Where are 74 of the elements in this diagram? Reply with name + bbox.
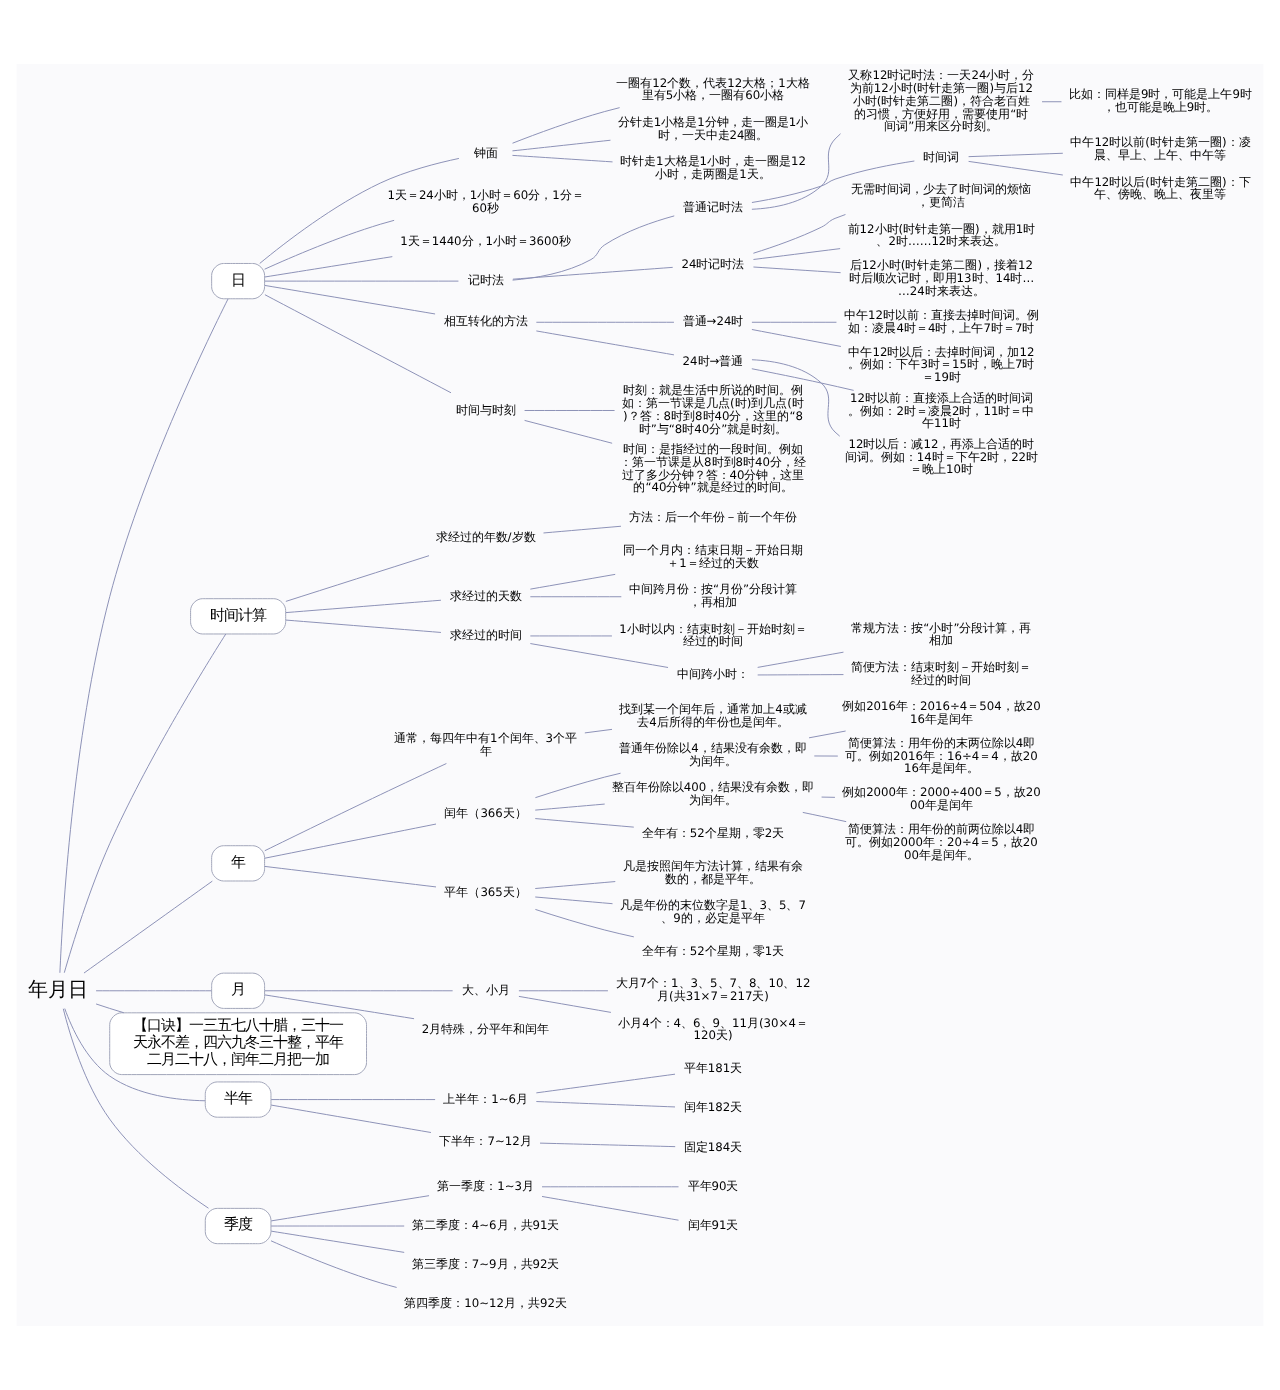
connector [534,908,635,938]
connector [63,633,227,974]
connector [511,154,614,163]
connector [802,811,847,823]
connector [751,368,855,391]
connector [751,359,841,437]
connector [751,329,842,347]
connector [535,321,675,323]
connector [270,1195,430,1222]
connector [752,266,842,274]
connector [534,896,613,905]
connector [285,619,442,633]
connector [539,1142,676,1148]
connector [264,823,437,859]
connector [535,1101,676,1108]
connector [64,1008,206,1102]
connector [534,772,622,799]
connector [264,284,436,315]
connector [529,643,669,668]
connector [264,219,395,270]
connector [534,818,635,828]
connector [264,990,454,992]
connector [757,651,844,668]
connector [524,419,613,444]
connector [968,160,1064,176]
connector [821,796,836,798]
connector [270,1099,436,1101]
connector [285,555,430,602]
connector [264,280,459,282]
connector [95,990,212,992]
connector [512,266,674,280]
connector [264,294,452,394]
connector [534,881,616,889]
connector [584,728,613,734]
connector [95,1003,125,1014]
connector [270,1240,398,1288]
connector [529,573,616,590]
connector [285,599,442,614]
connector [808,730,847,739]
connector [534,803,606,811]
connector [813,755,839,757]
connector [518,995,612,1013]
connector [270,1104,432,1133]
connector [543,525,622,534]
connector [751,133,841,210]
connector [968,152,1064,158]
connector [751,321,837,323]
connector [529,596,622,598]
connector [264,994,415,1020]
connector [518,990,609,992]
connector [751,160,915,203]
connector [270,1225,405,1227]
connector [511,139,611,152]
node-text: 年月日 [28,979,89,1002]
connector [535,1073,676,1094]
connector [259,157,460,264]
connector [270,1230,405,1253]
connector [512,215,675,281]
connector [529,635,613,637]
connector [757,674,844,676]
connector [524,410,616,411]
connector [264,865,437,888]
connector [264,763,447,852]
connector [752,214,846,254]
connector [512,107,621,144]
connector [535,330,675,356]
connector [1041,101,1062,103]
connector [59,298,229,974]
connector [541,1186,679,1188]
connector [62,1008,209,1209]
connector [752,248,841,260]
connector [264,256,393,278]
connector [541,1195,679,1221]
connector [83,880,213,974]
